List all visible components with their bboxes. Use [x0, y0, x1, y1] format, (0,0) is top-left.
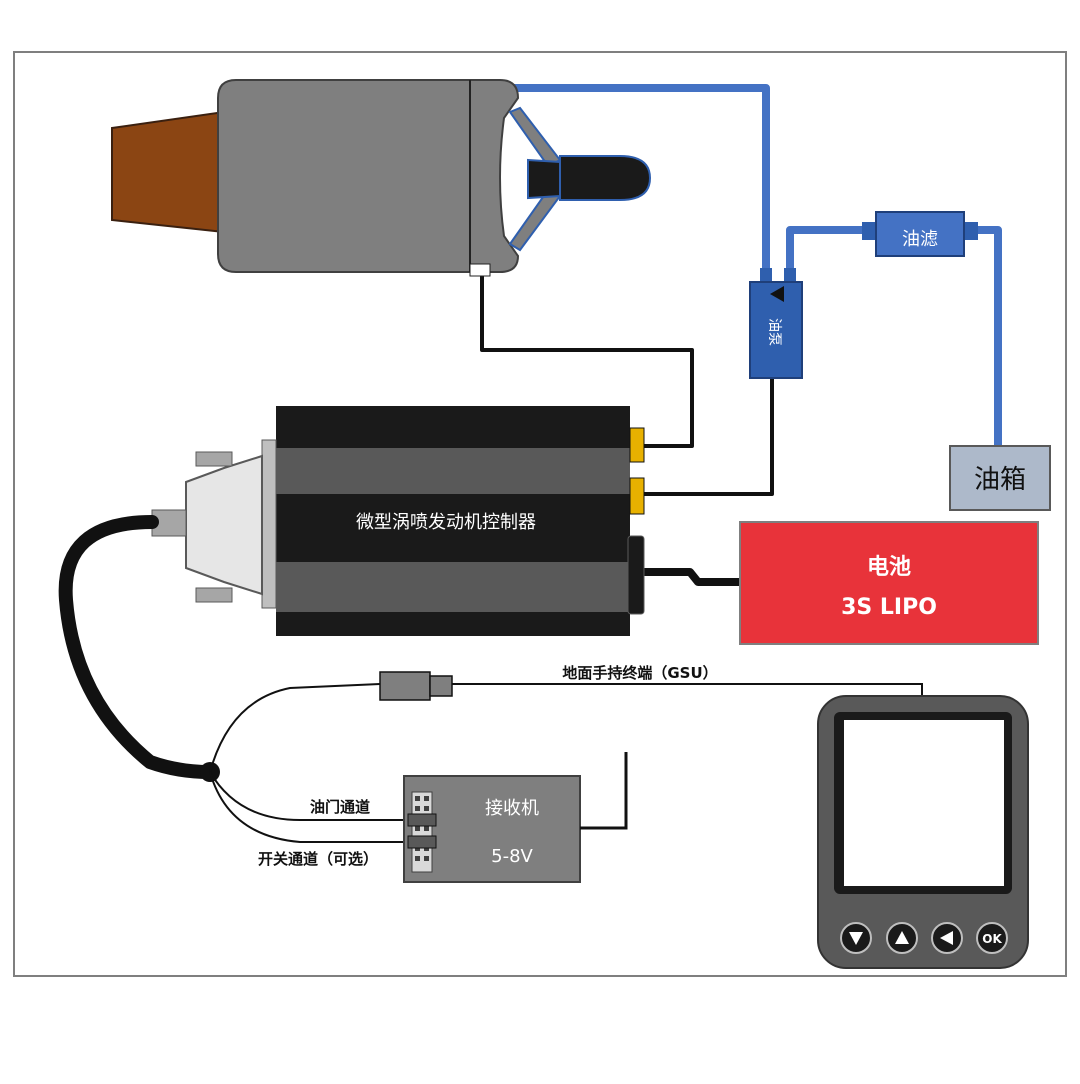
receiver-body [403, 775, 581, 883]
starter-motor [559, 155, 652, 201]
triangle-up-icon [895, 931, 909, 944]
pin [415, 826, 420, 831]
throttle-channel-cable [209, 771, 408, 821]
fuel-filter: 油滤 [862, 211, 978, 257]
db-screw-top [195, 451, 233, 467]
gsu-terminal: OK [817, 695, 1029, 969]
triangle-down-icon [849, 932, 863, 945]
fuel-lines [508, 84, 1002, 446]
control-wires [480, 270, 774, 496]
db-connector-flange [261, 439, 277, 609]
pin [415, 806, 420, 811]
fuel-filter-cap-right [964, 222, 978, 240]
fuel-filter-body [875, 211, 965, 257]
controller-battery-plug [627, 535, 645, 615]
engine-controller: 微型涡喷发动机控制器 [151, 406, 645, 636]
fuel-pump-port-right [784, 268, 796, 284]
fuel-line-pump-to-filter [786, 226, 870, 275]
jet-engine [111, 79, 652, 277]
gsu-button-ok[interactable] [976, 922, 1008, 954]
pin [424, 826, 429, 831]
gsu-button-row: OK [840, 922, 1008, 954]
fuel-line-engine-to-pump [508, 84, 770, 275]
fuel-pump-label: 油泵 [766, 318, 782, 346]
controller-connector-engine [629, 427, 645, 463]
receiver: 接收机 5-8V [403, 752, 628, 883]
receiver-pin-header [411, 791, 433, 873]
gsu-cable-plug-tip [429, 675, 453, 697]
throttle-channel-label: 油门通道 [310, 798, 370, 816]
fuel-tank: 油箱 [949, 445, 1051, 511]
switch-channel-label: 开关通道（可选） [258, 850, 378, 868]
gsu-ok-label: OK [982, 932, 1002, 946]
fuel-filter-cap-left [862, 222, 876, 240]
battery: 电池 3S LIPO [739, 521, 1039, 645]
fuel-filter-label: 油滤 [902, 229, 938, 250]
pin [424, 806, 429, 811]
wire-pump-to-controller [640, 376, 774, 496]
switch-channel-plug [407, 835, 437, 849]
receiver-name: 接收机 [485, 798, 539, 819]
db-connector-shell [185, 454, 263, 596]
fuel-pump: 油泵 [749, 268, 803, 379]
pin-block [411, 791, 433, 873]
pin [424, 796, 429, 801]
battery-type: 3S LIPO [841, 595, 937, 620]
main-harness-cable [58, 515, 217, 779]
engine-body [217, 79, 520, 273]
gsu-cable [209, 683, 381, 773]
controller-band-bottom [276, 562, 630, 612]
receiver-voltage: 5-8V [491, 846, 533, 867]
controller-label: 微型涡喷发动机控制器 [356, 512, 536, 533]
fuel-pump-port-left [760, 268, 772, 284]
gsu-label: 地面手持终端（GSU） [562, 664, 717, 682]
battery-body [739, 521, 1039, 645]
controller-band-top [276, 448, 630, 494]
wire-engine-to-controller [480, 270, 694, 448]
engine-exhaust-nozzle [111, 110, 225, 234]
gsu-cable-end [452, 683, 923, 696]
fuel-line-filter-to-tank [970, 226, 1002, 446]
receiver-antenna [580, 752, 628, 830]
engine-ecu-port [469, 263, 491, 277]
fuel-pump-body [749, 281, 803, 379]
throttle-channel-plug [407, 813, 437, 827]
db-screw-bottom [195, 587, 233, 603]
arrow-icon [770, 286, 784, 302]
controller-connector-pump [629, 477, 645, 515]
switch-channel-cable [209, 771, 408, 843]
battery-name: 电池 [867, 555, 911, 580]
fuel-tank-body [949, 445, 1051, 511]
starter-neck [527, 158, 561, 200]
gsu-screen [844, 720, 1004, 886]
fuel-tank-label: 油箱 [974, 465, 1026, 495]
pin [415, 796, 420, 801]
pin [424, 856, 429, 861]
pin [415, 856, 420, 861]
triangle-left-icon [940, 931, 953, 945]
battery-cable [640, 568, 742, 586]
gsu-cable-plug [379, 671, 431, 701]
